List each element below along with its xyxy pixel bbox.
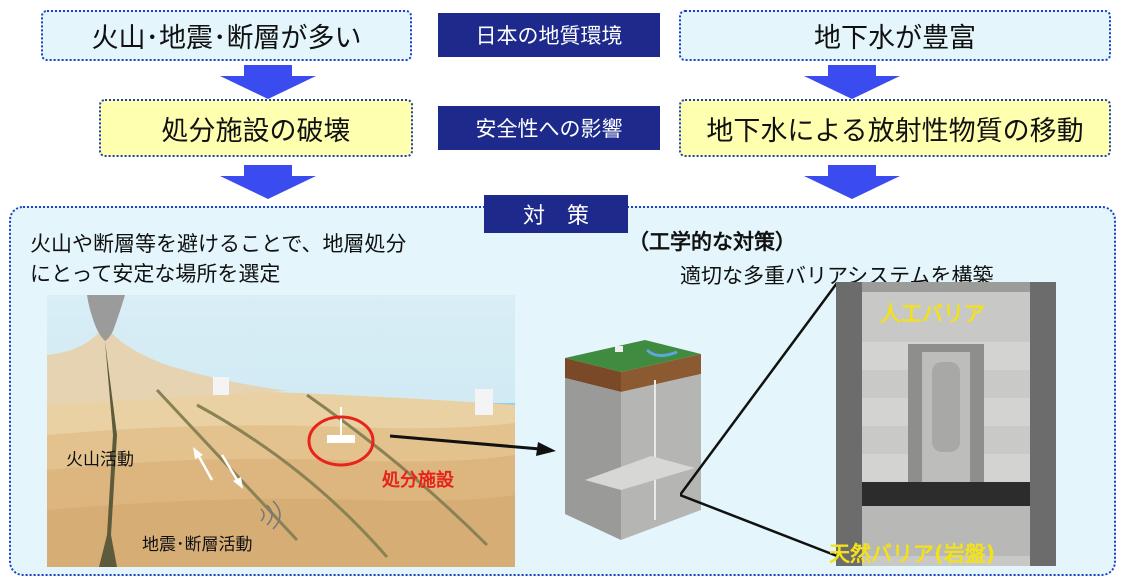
radioactive-migration-box: 地下水による放射性物質の移動 — [679, 99, 1111, 157]
down-arrow-icon — [804, 165, 900, 199]
engineering-heading: （工学的な対策） — [628, 230, 796, 254]
down-arrow-icon — [220, 65, 316, 99]
countermeasure-tab: 対 策 — [484, 195, 628, 233]
volcano-activity-label: 火山活動 — [66, 450, 134, 470]
down-arrow-icon — [804, 65, 900, 99]
natural-barrier-label: 天然バリア(岩盤) — [829, 542, 996, 566]
pointer-arrow-icon — [390, 434, 556, 456]
repository-block-illustration — [565, 340, 701, 540]
facility-destruction-text: 処分施設の破壊 — [161, 115, 351, 147]
site-selection-text-line2: にとって安定な場所を選定 — [30, 262, 281, 286]
volcano-earthquake-text: 火山･地震･断層が多い — [91, 23, 362, 54]
groundwater-box: 地下水が豊富 — [679, 10, 1111, 61]
radioactive-migration-text: 地下水による放射性物質の移動 — [706, 115, 1084, 147]
site-selection-text-line1: 火山や断層等を避けることで、地層処分 — [30, 232, 407, 256]
groundwater-text: 地下水が豊富 — [814, 23, 976, 54]
zoom-connector-lines — [680, 282, 839, 558]
volcano-earthquake-box: 火山･地震･断層が多い — [41, 10, 412, 61]
safety-impact-label: 安全性への影響 — [438, 106, 660, 150]
barrier-cross-section-illustration — [836, 282, 1056, 566]
fault-activity-label: 地震･断層活動 — [142, 535, 253, 555]
geological-environment-label: 日本の地質環境 — [438, 13, 660, 57]
facility-destruction-box: 処分施設の破壊 — [99, 99, 413, 157]
facility-label: 処分施設 — [382, 470, 454, 491]
down-arrow-icon — [220, 165, 316, 199]
engineered-barrier-label: 人工バリア — [880, 302, 985, 326]
